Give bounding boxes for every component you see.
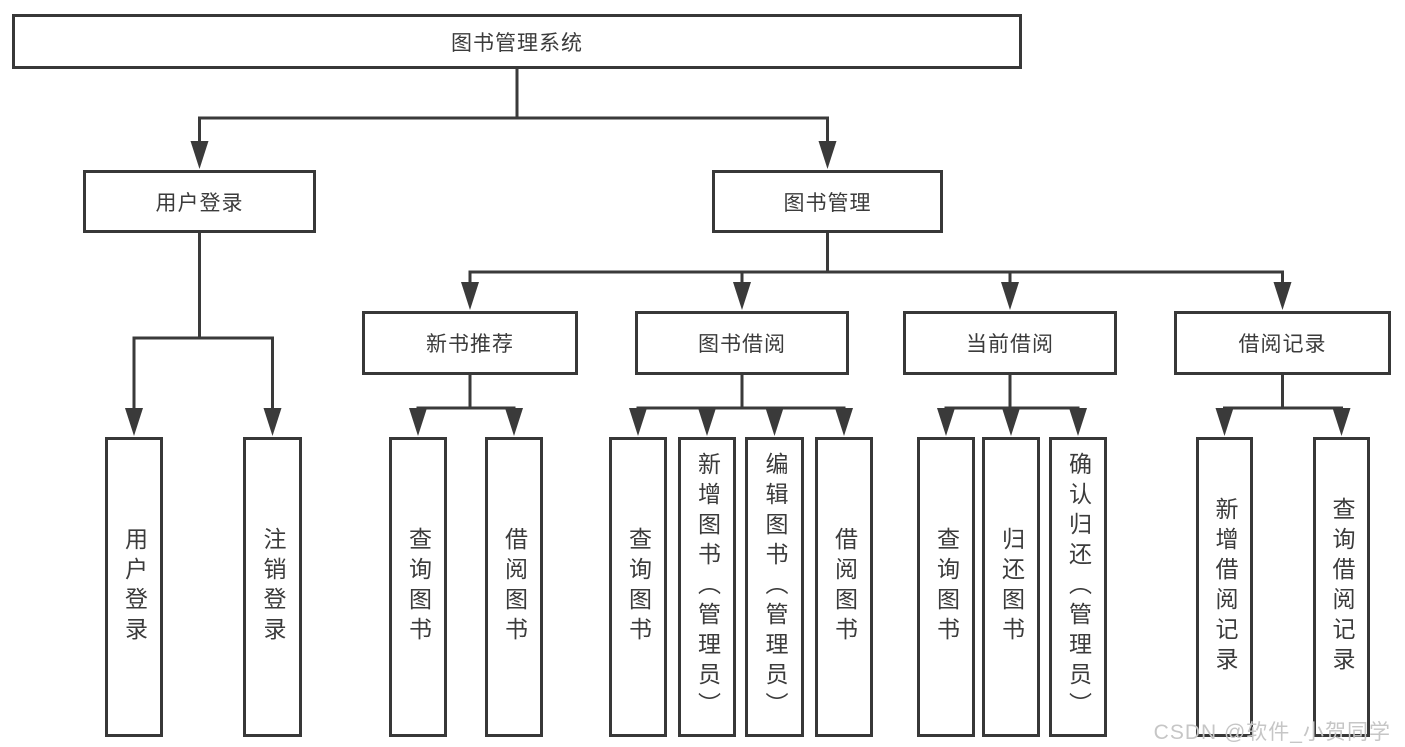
node-leaf-bb-query: 查询图书 [609,437,667,737]
node-leaf-cur-return: 归还图书 [982,437,1040,737]
node-label: 图书管理系统 [451,31,583,55]
node-label: 新增图书（管理员） [694,452,721,722]
arrowhead-icon [461,282,479,310]
node-leaf-rec-query: 查询图书 [389,437,447,737]
node-label: 新书推荐 [426,333,514,356]
arrowhead-icon [505,408,523,436]
node-label: 注销登录 [260,527,286,647]
node-label: 用户登录 [121,527,148,647]
node-leaf-bb-edit: 编辑图书（管理员） [745,437,804,737]
node-label: 查询图书 [933,527,960,647]
node-label: 当前借阅 [966,333,1054,356]
node-label: 用户登录 [155,191,244,215]
node-leaf-cur-confirm: 确认归还（管理员） [1049,437,1107,737]
node-mgmt: 图书管理 [712,170,943,233]
node-label: 查询图书 [625,527,652,647]
arrowhead-icon [1069,408,1087,436]
watermark-text: CSDN @软件_小贺同学 [1153,721,1391,744]
arrowhead-icon [1332,408,1351,436]
arrowhead-icon [1002,408,1020,436]
node-leaf-user-login: 用户登录 [105,437,163,737]
arrowhead-icon [190,141,209,169]
node-leaf-rec-borrow: 借阅图书 [485,437,543,737]
arrowhead-icon [1001,282,1019,310]
node-leaf-rd-query: 查询借阅记录 [1313,437,1370,737]
node-label: 查询借阅记录 [1329,497,1355,677]
node-leaf-rd-add: 新增借阅记录 [1196,437,1253,737]
node-current: 当前借阅 [903,311,1117,375]
node-root: 图书管理系统 [12,14,1022,69]
arrowhead-icon [937,408,955,436]
arrowhead-icon [835,408,853,436]
arrowhead-icon [818,141,837,169]
node-label: 借阅图书 [501,527,528,647]
arrowhead-icon [765,408,784,436]
node-label: 借阅图书 [831,527,858,647]
node-label: 新增借阅记录 [1212,497,1238,677]
node-label: 编辑图书（管理员） [762,452,788,722]
node-borrow: 图书借阅 [635,311,849,375]
arrowhead-icon [409,408,427,436]
node-leaf-cur-query: 查询图书 [917,437,975,737]
node-label: 归还图书 [998,527,1025,647]
node-record: 借阅记录 [1174,311,1391,375]
node-login: 用户登录 [83,170,316,233]
arrowhead-icon [733,282,751,310]
node-label: 图书管理 [783,191,872,215]
arrowhead-icon [263,408,282,436]
node-label: 借阅记录 [1238,333,1327,356]
node-label: 图书借阅 [698,333,786,356]
arrowhead-icon [125,408,143,436]
node-label: 确认归还（管理员） [1065,452,1092,722]
node-rec: 新书推荐 [362,311,578,375]
node-label: 查询图书 [405,527,432,647]
node-leaf-bb-add: 新增图书（管理员） [678,437,736,737]
arrowhead-icon [629,408,647,436]
node-leaf-bb-borrow: 借阅图书 [815,437,873,737]
arrowhead-icon [1215,408,1234,436]
node-leaf-logout: 注销登录 [243,437,302,737]
arrowhead-icon [698,408,716,436]
arrowhead-icon [1273,282,1292,310]
